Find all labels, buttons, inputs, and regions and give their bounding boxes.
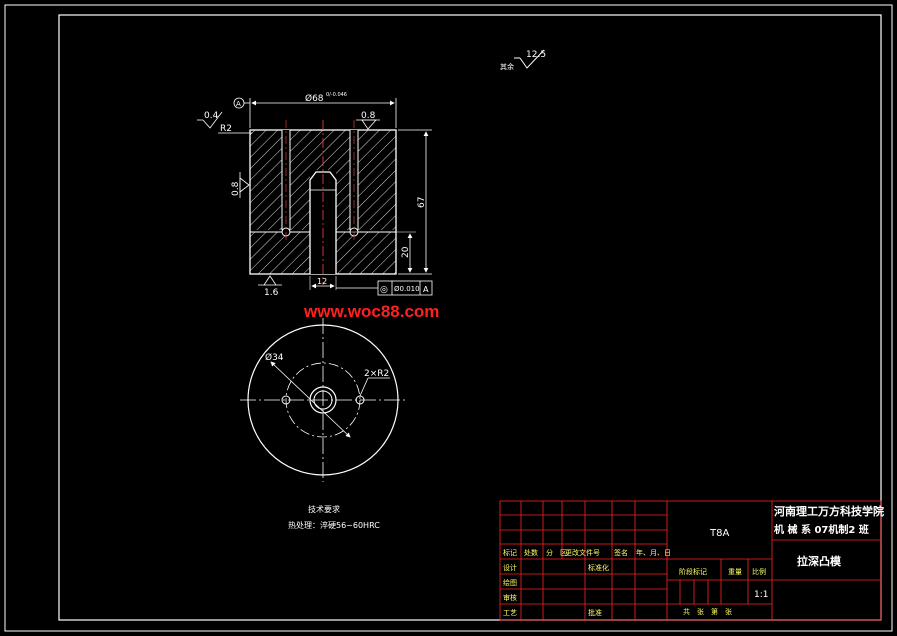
tb-design: 设计 [503,563,517,572]
roughness-left-side: 0.8 [231,181,241,196]
title-block [499,500,882,621]
watermark: www.woc88.com [303,302,439,321]
dia-tolerance: 0/-0.046 [326,92,347,98]
gt-symbol: ◎ [380,285,388,295]
tb-h-zone: 分 区 [546,548,567,557]
tb-drawing-name: 拉深凸模 [797,554,842,568]
datum-label: A [236,100,241,108]
tb-h-sign: 签名 [614,548,628,557]
roughness-left-top: 0.4 [204,111,219,121]
roughness-right-top: 0.8 [361,111,376,121]
section-view: Ø68 0/-0.046 A 0.4 R2 0.8 0.8 1.6 67 20 [197,92,433,298]
top-view: Ø34 2×R2 [240,318,406,482]
general-roughness-note: 12.5 其余 [500,49,546,71]
tb-approve: 批准 [588,608,602,617]
tb-scale-label: 比例 [752,567,766,576]
height-dimension: 67 [417,197,427,208]
tb-stage-mark: 阶段标记 [679,567,707,576]
dia-dimension: Ø68 [305,93,324,104]
tb-material: T8A [709,528,729,539]
tb-department: 机 械 系 07机制2 班 [774,523,869,536]
roughness-bottom: 1.6 [264,288,279,298]
tb-drawing: 绘图 [503,578,517,587]
tech-req-heading: 技术要求 [308,504,340,514]
hole-depth-dimension: 20 [401,246,411,258]
general-roughness-value: 12.5 [526,50,546,60]
tb-sheets: 共 张 第 张 [683,607,732,616]
inner-width-dimension: 12 [317,277,327,286]
tb-scale-value: 1:1 [754,590,768,600]
tb-h-date: 年、月、日 [636,548,671,557]
center-hole [309,171,337,274]
tb-h-count: 处数 [524,548,538,557]
tb-process: 工艺 [503,609,517,617]
tech-req-line1: 热处理：淬硬56~60HRC [288,520,380,530]
pcd-label: Ø34 [265,352,284,363]
geometric-tolerance-frame: ◎ Ø0.010 A [377,280,433,296]
tb-check: 审核 [503,593,517,602]
tb-h-docno: 更改文件号 [565,548,600,557]
tb-standardize: 标准化 [588,563,609,572]
gt-value: Ø0.010 [394,285,420,293]
fillet-note: R2 [220,124,232,134]
holes-label: 2×R2 [364,369,389,379]
title-block-text: 标记 处数 分 区 更改文件号 签名 年、月、日 设计 标准化 绘图 审核 工艺… [503,548,768,617]
inner-frame [58,14,882,621]
gt-datum: A [423,285,429,294]
tb-weight: 重量 [728,568,742,576]
tb-h-mark: 标记 [503,548,517,557]
outer-frame [4,4,893,632]
general-roughness-label: 其余 [500,62,514,71]
tb-school: 河南理工万方科技学院 [774,504,884,518]
